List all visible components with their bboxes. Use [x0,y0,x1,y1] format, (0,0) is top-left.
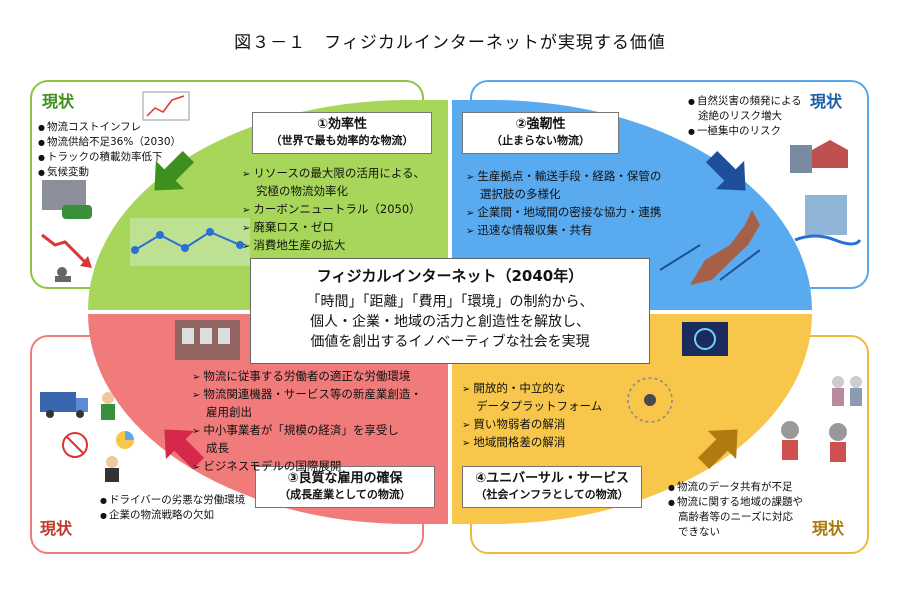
burdened-people-icon [781,421,847,462]
crawling-person-icon [55,267,71,282]
current-state-item: 高齢者等のニーズに対応 [678,511,793,523]
value-item: 雇用創出 [206,405,252,419]
center-title: フィジカルインターネット（2040年） [316,267,584,285]
factory-car-icon [42,180,92,219]
value-item: ビジネスモデルの国際展開 [192,458,422,476]
heading-universal-subtitle: （社会インフラとしての物流） [475,488,629,501]
heading-resilience-subtitle: （止まらない物流） [491,134,590,147]
heading-efficiency: ①効率性 （世界で最も効率的な物流） [252,112,432,154]
current-state-item: 物流供給不足36%（2030） [38,135,181,150]
robots-illustration-icon [175,320,240,360]
value-item: リソースの最大限の活用による、 [242,165,425,183]
current-state-item: できない [678,526,720,538]
elderly-people-icon [832,376,862,406]
data-platform-icon [627,322,728,423]
current-state-item: ドライバーの劣悪な労働環境 [100,493,245,508]
arrow-yellow [697,429,738,470]
truck-icon [40,392,88,418]
value-item: 消費地生産の拡大 [242,237,425,255]
current-state-item: 一極集中のリスク [688,124,802,139]
items-employment: 物流に従事する労働者の適正な労働環境 物流関連機器・サービス等の新産業創造・ 雇… [192,368,422,476]
current-state-list-universal: 物流のデータ共有が不足 物流に関する地域の課題や 高齢者等のニーズに対応 できな… [668,480,803,540]
center-line: 個人・企業・地域の活力と創造性を解放し、 [310,314,590,330]
falling-arrow-icon [41,233,92,268]
current-state-item: 物流コストインフレ [38,120,181,135]
heading-universal: ④ユニバーサル・サービス （社会インフラとしての物流） [462,466,642,508]
value-item: データプラットフォーム [476,399,603,413]
figure-title: 図３－１ フィジカルインターネットが実現する価値 [234,33,666,53]
center-description: 「時間」「距離」「費用」「環境」の制約から、 個人・企業・地域の活力と創造性を解… [251,292,649,352]
value-item: 廃棄ロス・ゼロ [242,219,425,237]
heading-resilience: ②強靭性 （止まらない物流） [462,112,619,154]
heading-resilience-title: ②強靭性 [515,117,566,132]
heading-universal-title: ④ユニバーサル・サービス [475,471,629,486]
disaster-house-icon [790,140,848,173]
no-cargo-icon [62,432,88,458]
value-item: 生産拠点・輸送手段・経路・保管の [466,168,661,186]
center-line: 価値を創出するイノベーティブな社会を実現 [310,334,590,350]
value-item: 中小事業者が「規模の経済」を享受し [192,422,422,440]
items-universal: 開放的・中立的な データプラットフォーム 買い物弱者の解消 地域間格差の解消 [462,380,602,452]
value-item: 企業間・地域間の密接な協力・連携 [466,204,661,222]
current-state-item: 物流のデータ共有が不足 [668,480,803,495]
value-item: 物流関連機器・サービス等の新産業創造・ [192,386,422,404]
value-item: カーボンニュートラル（2050） [242,201,425,219]
current-state-item: 物流に関する地域の課題や [668,495,803,510]
heading-efficiency-subtitle: （世界で最も効率的な物流） [270,134,414,147]
flood-building-icon [794,195,862,246]
value-item: 迅速な情報収集・共有 [466,222,661,240]
network-illustration-icon [130,218,250,266]
current-state-item: 途絶のリスク増大 [698,110,782,122]
current-state-label-employment: 現状 [40,519,73,538]
value-item: 地域間格差の解消 [462,434,602,452]
current-state-label-resilience: 現状 [810,92,843,111]
current-state-item: 気候変動 [38,165,181,180]
value-item: 究極の物流効率化 [256,184,348,198]
value-item: 開放的・中立的な [462,380,602,398]
items-efficiency: リソースの最大限の活用による、 究極の物流効率化 カーボンニュートラル（2050… [242,165,425,255]
current-state-label-efficiency: 現状 [42,92,75,111]
businessman-icon [105,456,119,482]
items-resilience: 生産拠点・輸送手段・経路・保管の 選択肢の多様化 企業間・地域間の密接な協力・連… [466,168,661,240]
heading-efficiency-title: ①効率性 [316,117,367,132]
current-state-item: 企業の物流戦略の欠如 [100,508,245,523]
center-line: 「時間」「距離」「費用」「環境」の制約から、 [306,294,594,310]
value-item: 買い物弱者の解消 [462,416,602,434]
arrow-blue [705,150,746,191]
current-state-item: トラックの積載効率低下 [38,150,181,165]
current-state-list-resilience: 自然災害の頻発による 途絶のリスク増大 一極集中のリスク [688,94,802,139]
physical-internet-center-box: フィジカルインターネット（2040年） 「時間」「距離」「費用」「環境」の制約か… [250,258,650,364]
value-item: 物流に従事する労働者の適正な労働環境 [192,368,422,386]
current-state-list-employment: ドライバーの劣悪な労働環境 企業の物流戦略の欠如 [100,493,245,523]
value-item: 成長 [206,441,229,455]
japan-map-icon [659,210,761,285]
current-state-list-efficiency: 物流コストインフレ 物流供給不足36%（2030） トラックの積載効率低下 気候… [38,120,181,180]
value-item: 選択肢の多様化 [480,187,561,201]
current-state-item: 自然災害の頻発による [688,94,802,109]
worker-icon [101,392,115,420]
heading-employment-subtitle: （成長産業としての物流） [279,488,411,501]
chart-up-icon [142,91,190,121]
pie-chart-icon [116,431,134,449]
current-state-label-universal: 現状 [812,519,845,538]
